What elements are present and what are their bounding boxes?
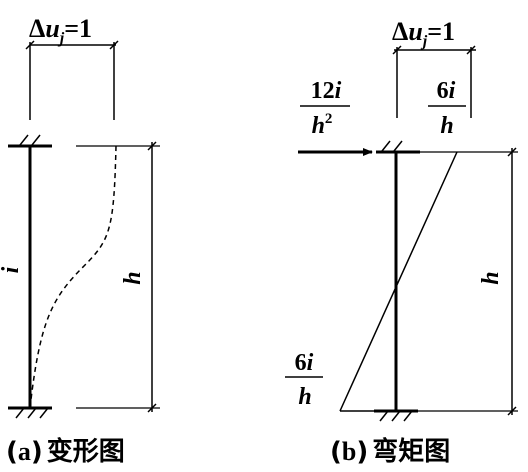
panel-b-delta-eq: =1 (427, 17, 455, 46)
panel-a-height-label: h (120, 271, 146, 284)
panel-b: Δuj=1 12i h2 6i h (285, 17, 518, 467)
panel-b-bottom-num-coef: 6 (295, 350, 307, 376)
panel-a-delta-dimension: Δuj=1 (25, 14, 119, 120)
panel-b-moment-diagram (339, 151, 518, 412)
panel-a-delta-sub: j (57, 30, 65, 47)
panel-b-bottom-num-var: i (307, 350, 314, 376)
panel-b-delta-dimension: Δuj=1 (392, 17, 476, 118)
svg-text:6i: 6i (295, 350, 314, 376)
panel-a-deformed-curve (29, 145, 117, 409)
panel-a-height-dimension: h (76, 141, 160, 413)
panel-b-top-den-var: h (440, 113, 453, 139)
panel-b-caption-letter: b (342, 437, 356, 466)
svg-text:6i: 6i (437, 78, 456, 104)
panel-b-delta-sub: j (420, 33, 428, 50)
panel-a-delta-var: u (45, 14, 59, 43)
panel-b-force-den-var: h (312, 113, 325, 139)
panel-a-caption: (a)变形图 (6, 436, 125, 467)
panel-b-top-num-coef: 6 (437, 78, 449, 104)
panel-b-bottom-den-var: h (298, 384, 311, 410)
panel-b-height-dimension: h (478, 147, 517, 416)
svg-text:12i: 12i (311, 78, 342, 104)
svg-text:Δuj=1: Δuj=1 (392, 17, 455, 50)
panel-b-caption: (b)弯矩图 (330, 436, 450, 467)
panel-b-top-support (376, 140, 420, 154)
panel-b-height-label: h (478, 271, 504, 284)
panel-b-force-den-exp: 2 (325, 111, 333, 127)
panel-b-caption-text: 弯矩图 (372, 436, 450, 467)
panel-b-delta-var: u (408, 17, 422, 46)
panel-b-force-num-var: i (335, 78, 342, 104)
panel-a-bottom-support (8, 406, 52, 419)
panel-a-top-support (8, 134, 52, 148)
svg-text:Δuj=1: Δuj=1 (29, 14, 92, 47)
panel-a-caption-text: 变形图 (47, 436, 125, 467)
panel-b-bottom-support (374, 409, 418, 422)
panel-b-delta-symbol: Δ (392, 17, 408, 46)
svg-text:h2: h2 (312, 111, 333, 139)
panel-b-force-label: 12i h2 (300, 78, 350, 139)
panel-b-force-num-coef: 12 (311, 78, 335, 104)
panel-a-stiffness-label: i (0, 266, 24, 273)
panel-a-caption-letter: a (18, 437, 31, 466)
panel-a-delta-eq: =1 (64, 14, 92, 43)
panel-b-bottom-moment-label: 6i h (285, 350, 323, 410)
panel-a-delta-symbol: Δ (29, 14, 45, 43)
panel-b-top-moment-label: 6i h (428, 78, 466, 139)
panel-a: Δuj=1 i h (0, 14, 160, 467)
panel-b-top-num-var: i (449, 78, 456, 104)
